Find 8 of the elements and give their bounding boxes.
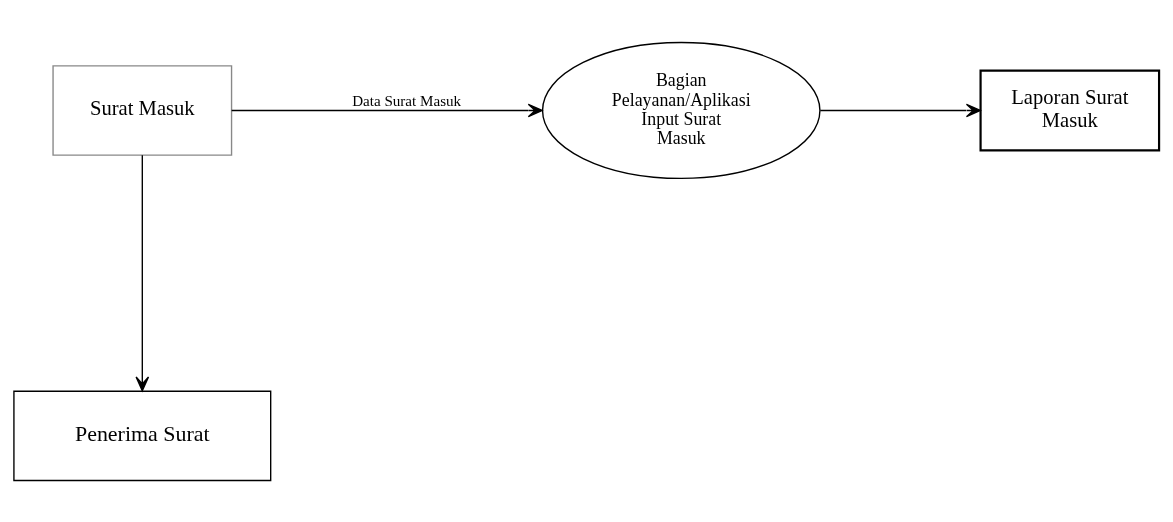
edge-label: Data Surat Masuk — [352, 92, 462, 109]
arrow — [135, 154, 150, 391]
node-ellipse: Bagian Pelayanan/Aplikasi Input Surat Masuk — [541, 41, 821, 179]
node-box: Laporan Surat Masuk — [979, 69, 1161, 151]
arrow — [230, 103, 543, 117]
node-box: Penerima Surat — [13, 390, 272, 481]
node-box: Surat Masuk — [52, 64, 233, 156]
arrow — [819, 103, 981, 117]
